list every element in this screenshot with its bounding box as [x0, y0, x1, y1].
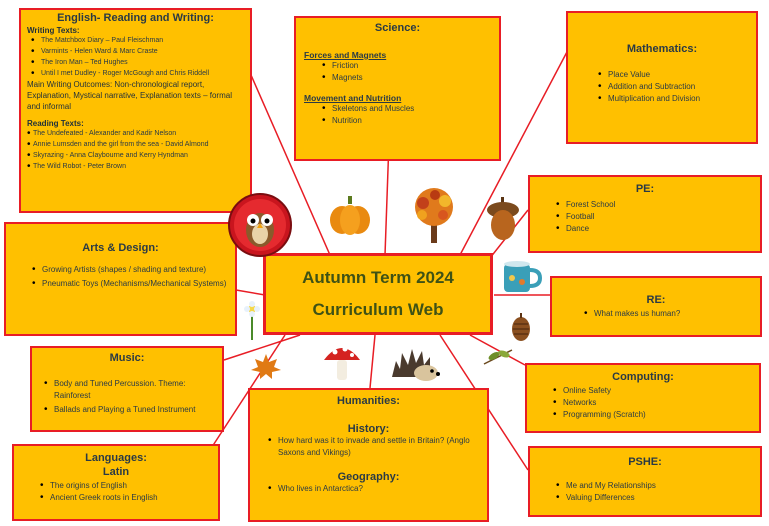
list-item: Forest School	[556, 199, 752, 211]
line-arts	[235, 289, 266, 296]
geography-title: Geography:	[337, 471, 400, 483]
music-box: Music: Body and Tuned Percussion. Theme:…	[30, 346, 224, 432]
maths-list: Place Value Addition and Subtraction Mul…	[598, 69, 748, 105]
autumn-tree-icon	[415, 188, 453, 243]
list-item: What makes us human?	[584, 308, 752, 320]
music-title: Music:	[109, 352, 145, 364]
computing-list: Online Safety Networks Programming (Scra…	[553, 385, 751, 421]
science-sub-movement: Movement and Nutrition	[304, 93, 402, 103]
english-title: English- Reading and Writing:	[57, 12, 214, 24]
languages-box: Languages: Latin The origins of English …	[12, 444, 220, 521]
list-item: Magnets	[322, 72, 491, 84]
line-music	[223, 334, 301, 361]
re-title: RE:	[646, 294, 666, 306]
english-box: English- Reading and Writing: Writing Te…	[19, 8, 252, 213]
pshe-list: Me and My Relationships Valuing Differen…	[556, 480, 752, 504]
humanities-box: Humanities: History: How hard was it to …	[248, 388, 489, 522]
list-item: Annie Lumsden and the girl from the sea …	[27, 139, 244, 150]
list-item: The Matchbox Diary – Paul Fleischman	[31, 35, 244, 46]
re-list: What makes us human?	[584, 308, 752, 320]
list-item: The origins of English	[40, 480, 210, 492]
pshe-box: PSHE: Me and My Relationships Valuing Di…	[528, 446, 762, 517]
list-item: Multiplication and Division	[598, 93, 748, 105]
line-english	[239, 49, 331, 256]
list-item: Who lives in Antarctica?	[268, 483, 479, 495]
list-item: The Wild Robot - Peter Brown	[27, 161, 244, 172]
science-box: Science: Forces and Magnets Friction Mag…	[294, 16, 501, 161]
writing-heading: Writing Texts:	[27, 26, 80, 35]
computing-box: Computing: Online Safety Networks Progra…	[525, 363, 761, 433]
mug-icon	[504, 261, 542, 292]
list-item: Varmints - Helen Ward & Marc Craste	[31, 46, 244, 57]
list-item: Skeletons and Muscles	[322, 103, 491, 115]
list-item: Nutrition	[322, 115, 491, 127]
languages-subtitle: Latin	[102, 466, 130, 478]
list-item: Addition and Subtraction	[598, 81, 748, 93]
center-subtitle: Curriculum Web	[312, 300, 444, 319]
flower-icon	[244, 301, 260, 340]
list-item: The Iron Man – Ted Hughes	[31, 57, 244, 68]
history-list: How hard was it to invade and settle in …	[268, 435, 479, 459]
maple-leaf-icon	[251, 354, 281, 379]
line-computing	[469, 334, 526, 366]
list-item: Football	[556, 211, 752, 223]
owl-icon	[228, 193, 292, 257]
languages-title: Languages:	[85, 452, 147, 464]
geography-list: Who lives in Antarctica?	[268, 483, 479, 495]
list-item: Networks	[553, 397, 751, 409]
list-item: Until I met Dudley - Roger McGough and C…	[31, 68, 244, 79]
science-list-1: Friction Magnets	[322, 60, 491, 84]
humanities-title: Humanities:	[337, 395, 400, 407]
list-item: Pneumatic Toys (Mechanisms/Mechanical Sy…	[32, 278, 227, 290]
pinecone-icon	[512, 313, 530, 341]
list-item: Friction	[322, 60, 491, 72]
list-item: Growing Artists (shapes / shading and te…	[32, 264, 227, 276]
pshe-title: PSHE:	[628, 456, 662, 468]
list-item: Skyrazing - Anna Claybourne and Kerry Hy…	[27, 150, 244, 161]
computing-title: Computing:	[612, 371, 674, 383]
list-item: Valuing Differences	[556, 492, 752, 504]
line-maths	[459, 49, 569, 256]
hedgehog-icon	[392, 349, 440, 381]
list-item: Programming (Scratch)	[553, 409, 751, 421]
list-item: Online Safety	[553, 385, 751, 397]
arts-box: Arts & Design: Growing Artists (shapes /…	[4, 222, 237, 336]
list-item: Ballads and Playing a Tuned Instrument	[44, 404, 214, 416]
pumpkin-icon	[330, 196, 370, 235]
leaf-branch-icon	[483, 349, 513, 365]
center-title: Autumn Term 2024	[302, 268, 454, 287]
mushroom-icon	[324, 346, 360, 380]
science-list-2: Skeletons and Muscles Nutrition	[322, 103, 491, 127]
music-list: Body and Tuned Percussion. Theme: Rainfo…	[44, 378, 214, 416]
pe-box: PE: Forest School Football Dance	[528, 175, 762, 253]
list-item: Ancient Greek roots in English	[40, 492, 210, 504]
reading-list: The Undefeated - Alexander and Kadir Nel…	[27, 128, 244, 172]
list-item: How hard was it to invade and settle in …	[268, 435, 479, 459]
reading-heading: Reading Texts:	[27, 119, 84, 128]
center-box: Autumn Term 2024 Curriculum Web	[263, 253, 493, 335]
maths-box: Mathematics: Place Value Addition and Su…	[566, 11, 758, 144]
list-item: Me and My Relationships	[556, 480, 752, 492]
maths-title: Mathematics:	[626, 43, 698, 55]
history-title: History:	[347, 423, 390, 435]
re-box: RE: What makes us human?	[550, 276, 762, 337]
arts-list: Growing Artists (shapes / shading and te…	[32, 264, 227, 290]
line-humanities	[369, 334, 376, 389]
arts-title: Arts & Design:	[82, 242, 159, 254]
list-item: Body and Tuned Percussion. Theme: Rainfo…	[44, 378, 214, 402]
list-item: Dance	[556, 223, 752, 235]
languages-list: The origins of English Ancient Greek roo…	[40, 480, 210, 504]
list-item: Place Value	[598, 69, 748, 81]
acorn-icon	[487, 197, 519, 240]
pe-title: PE:	[635, 183, 655, 195]
writing-list: The Matchbox Diary – Paul Fleischman Var…	[31, 35, 244, 79]
pe-list: Forest School Football Dance	[556, 199, 752, 235]
writing-outcomes: Main Writing Outcomes: Non-chronological…	[27, 80, 232, 111]
science-sub-forces: Forces and Magnets	[304, 50, 387, 60]
science-title: Science:	[374, 22, 421, 34]
list-item: The Undefeated - Alexander and Kadir Nel…	[27, 128, 244, 139]
